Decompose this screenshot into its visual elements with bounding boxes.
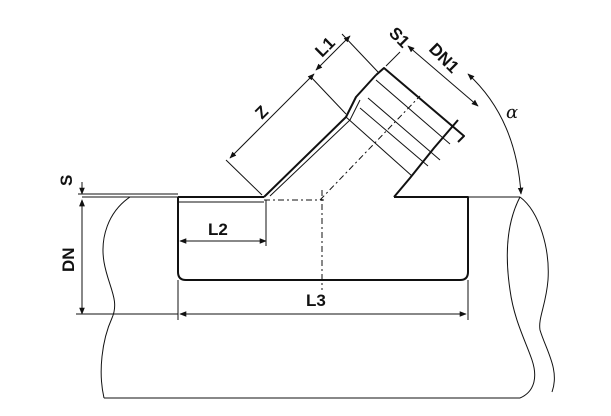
label-l3: L3 — [306, 291, 326, 310]
socket-inner-line — [375, 79, 451, 145]
angled-branch — [263, 67, 465, 201]
dim-s1: S1 — [385, 23, 413, 67]
branch-outer-wall-right — [393, 119, 459, 198]
main-pipe-break-right-outer — [519, 196, 555, 393]
dim-alpha: α — [467, 73, 524, 195]
main-pipe — [82, 196, 555, 399]
dim-s: S — [57, 175, 178, 212]
main-pipe-break-right-inner — [506, 196, 536, 399]
dim-z-line — [229, 73, 315, 159]
dim-dn1: DN1 — [407, 39, 479, 107]
label-l1: L1 — [311, 33, 338, 60]
branch-axis — [319, 95, 421, 201]
saddle-body — [177, 190, 469, 290]
dim-dn: DN — [59, 199, 178, 315]
label-s: S — [57, 175, 76, 186]
dim-z-ext-low — [225, 159, 263, 196]
dim-l1: L1 — [311, 33, 379, 73]
dim-alpha-arc — [467, 73, 524, 195]
branch-outer-wall-left — [263, 74, 377, 198]
socket-seal-line — [367, 97, 441, 161]
label-l2: L2 — [208, 220, 228, 239]
main-pipe-break-left — [100, 196, 131, 399]
dim-z-ext-high — [309, 75, 347, 115]
socket-rim — [375, 67, 465, 143]
dim-s1-line — [385, 51, 401, 67]
label-z: Z — [251, 102, 272, 123]
dim-l1-line — [315, 35, 351, 71]
dim-l2: L2 — [179, 200, 267, 246]
dim-l1-ext — [341, 33, 379, 73]
dim-l3: L3 — [177, 280, 469, 320]
branch-neck-line — [345, 116, 413, 177]
dim-dn1-line — [407, 45, 479, 107]
label-dn: DN — [59, 247, 78, 272]
label-alpha: α — [506, 102, 518, 123]
label-dn1: DN1 — [425, 39, 462, 76]
saddle-outline — [177, 196, 469, 281]
socket-base-line — [359, 107, 429, 167]
